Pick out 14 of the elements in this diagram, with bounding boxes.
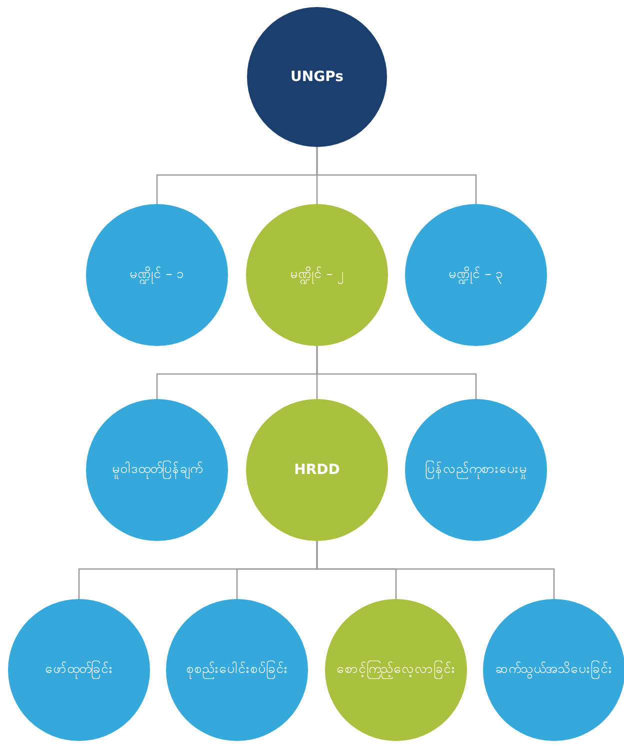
circle-node: မဏ္ဍိုင် – ၁ bbox=[86, 204, 228, 346]
circle-node: မဏ္ဍိုင် – ၂ bbox=[246, 204, 388, 346]
connector-line bbox=[316, 147, 477, 204]
circle-node: ဖော်ထုတ်ခြင်း bbox=[8, 599, 150, 741]
connector-line bbox=[316, 346, 477, 399]
circle-node: မူဝါဒထုတ်ပြန်ချက် bbox=[86, 399, 228, 541]
circle-node: ပြန်လည်ကုစားပေးမှု bbox=[405, 399, 547, 541]
circle-node: ဆက်သွယ်အသိပေးခြင်း bbox=[483, 599, 624, 741]
circle-node: မဏ္ဍိုင် – ၃ bbox=[405, 204, 547, 346]
circle-node: စုစည်းပေါင်းစပ်ခြင်း bbox=[166, 599, 308, 741]
circle-node: HRDD bbox=[246, 399, 388, 541]
circle-node: စောင့်ကြည့်လေ့လာခြင်း bbox=[325, 599, 467, 741]
connector-line bbox=[316, 541, 555, 599]
circle-node: UNGPs bbox=[247, 7, 387, 147]
